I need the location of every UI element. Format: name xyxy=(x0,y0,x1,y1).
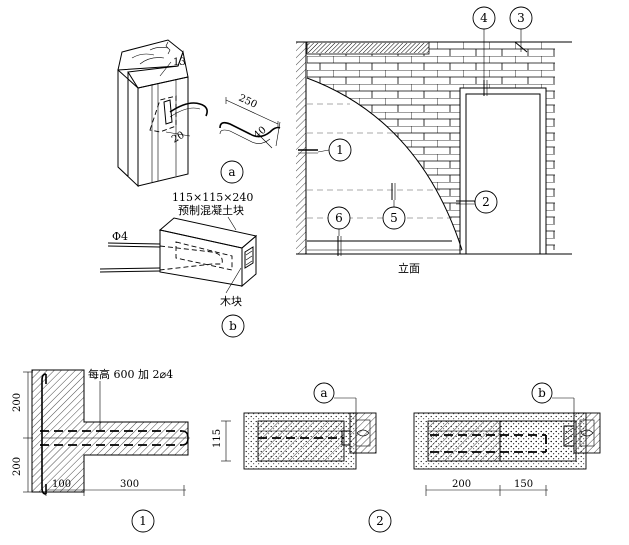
dim-100: 100 xyxy=(52,479,71,490)
callout-3 xyxy=(509,6,533,30)
callout-2a-label: a xyxy=(320,386,327,400)
callout-2a xyxy=(313,382,335,404)
callout-3-label: 3 xyxy=(517,11,525,25)
block-name-label: 预制混凝土块 xyxy=(178,203,244,217)
callout-2-label: 2 xyxy=(482,195,490,209)
dim-40: 40 xyxy=(252,125,269,142)
section-1-detail xyxy=(23,369,190,496)
callout-section-1-label: 1 xyxy=(139,514,147,528)
callout-1 xyxy=(328,138,352,162)
dim-150: 150 xyxy=(514,479,533,490)
dim-20: 20 xyxy=(170,130,187,146)
dim-250: 250 xyxy=(237,93,259,111)
dim-200-bottom: 200 xyxy=(12,457,23,476)
callout-4-label: 4 xyxy=(480,11,488,25)
section-2a-detail xyxy=(221,397,377,470)
dim-200-section2: 200 xyxy=(452,479,471,490)
detail-b-block xyxy=(99,217,258,294)
detail-a-frame xyxy=(117,39,281,188)
callout-6-label: 6 xyxy=(335,211,343,225)
rod-label: Φ4 xyxy=(112,230,128,243)
callout-4 xyxy=(472,6,496,30)
callout-2b-label: b xyxy=(538,386,546,400)
callout-2b xyxy=(531,382,553,404)
callout-5-label: 5 xyxy=(390,211,398,225)
callout-a xyxy=(220,160,244,184)
dim-13: 13 xyxy=(173,57,186,68)
callout-section-2-label: 2 xyxy=(376,514,384,528)
callout-section-1 xyxy=(131,509,155,533)
rebar-note: 每高 600 加 2⌀4 xyxy=(88,367,173,381)
elevation-view xyxy=(296,28,572,256)
callout-b xyxy=(221,314,245,338)
callout-6 xyxy=(327,206,351,230)
callout-b-label: b xyxy=(229,319,237,333)
elevation-label: 立面 xyxy=(398,261,420,275)
wood-block-label: 木块 xyxy=(220,295,242,308)
dim-200-top: 200 xyxy=(12,393,23,412)
section-2b-detail xyxy=(413,397,601,496)
dim-300: 300 xyxy=(120,479,139,490)
block-size-label: 115×115×240 xyxy=(172,191,253,204)
callout-section-2 xyxy=(368,509,392,533)
callout-5 xyxy=(382,206,406,230)
callout-a-label: a xyxy=(228,165,235,179)
dim-115: 115 xyxy=(212,429,223,448)
callout-2 xyxy=(474,190,498,214)
callout-1-label: 1 xyxy=(336,143,344,157)
